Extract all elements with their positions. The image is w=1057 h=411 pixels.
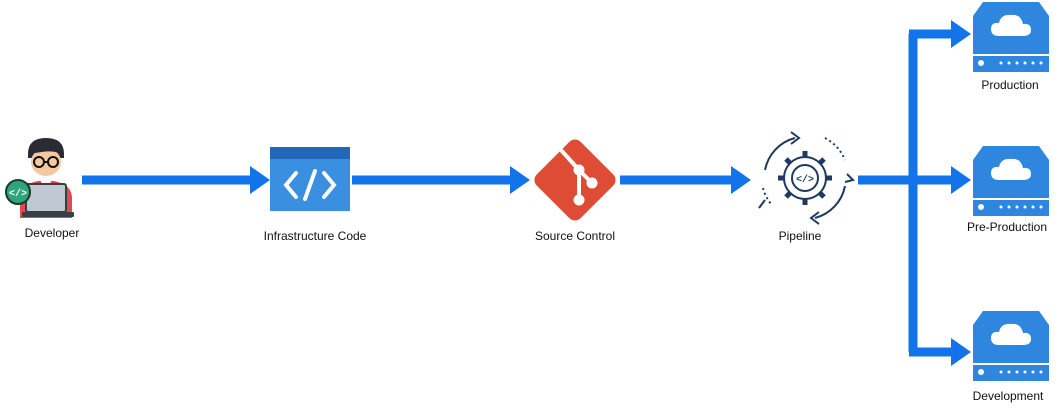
code-file-icon — [270, 147, 350, 211]
infra-code-label: Infrastructure Code — [263, 229, 367, 243]
svg-text:</>: </> — [796, 174, 814, 186]
development-label: Development — [972, 389, 1044, 403]
gear-cycle-icon: </> — [758, 131, 855, 225]
arrowhead-4 — [951, 166, 971, 194]
server-development — [973, 311, 1049, 381]
git-icon — [534, 139, 616, 221]
pipeline-label: Pipeline — [778, 229, 822, 243]
server-production — [973, 2, 1049, 72]
developer-avatar-icon: </> — [5, 138, 74, 218]
arrowhead-5 — [951, 20, 971, 48]
connectors — [82, 20, 971, 366]
pre-production-label: Pre-Production — [966, 220, 1048, 234]
developer-label: Developer — [24, 226, 80, 240]
arrowhead-6 — [951, 338, 971, 366]
arrowhead-3 — [731, 166, 751, 194]
svg-text:</>: </> — [9, 188, 27, 200]
arrowhead-1 — [250, 166, 270, 194]
server-pre-production — [973, 146, 1049, 216]
source-control-label: Source Control — [534, 229, 616, 243]
arrowhead-2 — [510, 166, 530, 194]
cloud-server-icon — [973, 2, 1049, 381]
production-label: Production — [981, 78, 1039, 92]
